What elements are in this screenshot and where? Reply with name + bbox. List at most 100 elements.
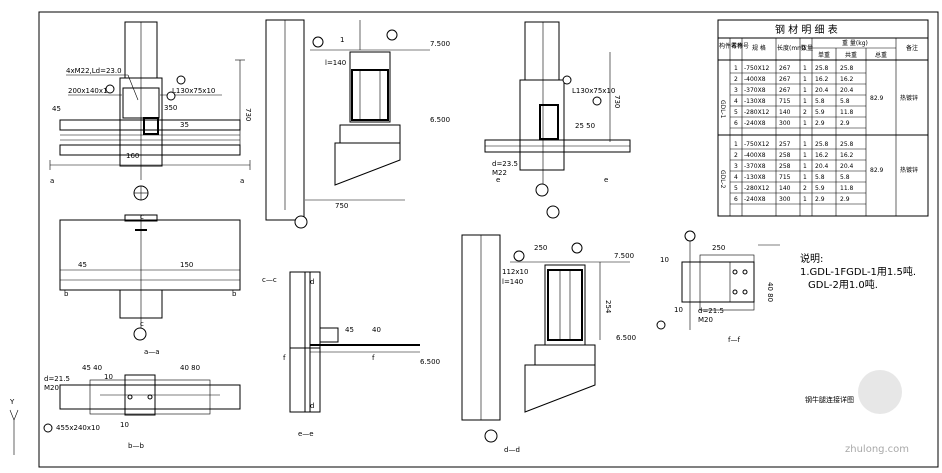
dim-750: 750 — [335, 202, 348, 210]
letter-c1: c — [140, 213, 144, 221]
table-cell: 3 — [734, 87, 738, 94]
table-cell: 1 — [803, 87, 807, 94]
table-cell: 2 — [803, 109, 807, 116]
letter-b2: b — [232, 290, 237, 298]
svg-text:45: 45 — [345, 326, 354, 334]
th-length: 长度(mm) — [777, 44, 805, 52]
table-cell: 715 — [779, 98, 791, 105]
letter-d2: d — [310, 402, 314, 410]
group2-label: GDL-2 — [719, 170, 726, 189]
table-cell: 1 — [803, 120, 807, 127]
table-cell: 258 — [779, 163, 791, 170]
table-cell: -130X8 — [744, 98, 766, 105]
table-cell: 267 — [779, 65, 791, 72]
view-b-b: c c b b 45 150 a—a 10 d=21.5 M20 455x240… — [43, 213, 241, 450]
table-cell: 2.9 — [840, 120, 850, 127]
table-cell: 5.8 — [840, 98, 850, 105]
remark1: 热镀锌 — [900, 94, 918, 102]
view-d-d: 112x10 l=140 7.500 6.500 254 d—d 250 — [461, 234, 636, 454]
svg-text:150: 150 — [180, 261, 193, 269]
table-cell: 5 — [734, 185, 738, 192]
table-cell: 11.8 — [840, 109, 854, 116]
callout-hole-ff: d=21.5 — [698, 307, 724, 315]
table-cell: 2 — [734, 76, 738, 83]
table-cell: 6 — [734, 120, 738, 127]
table-cell: 1 — [803, 152, 807, 159]
table-cell: 16.2 — [840, 76, 854, 83]
table-cell: -370X8 — [744, 87, 766, 94]
letter-c2: c — [140, 320, 144, 328]
table-cell: 25.8 — [815, 65, 829, 72]
table-cell: 2 — [734, 152, 738, 159]
steel-table: 钢 材 明 细 表 构件名称 零件号 规 格 长度(mm) 数量 重 量(kg)… — [717, 19, 929, 217]
notes-heading: 说明: — [800, 252, 823, 265]
callout-plate-bottom: 455x240x10 — [56, 424, 100, 432]
th-member: 构件名称 — [719, 42, 743, 50]
svg-text:45: 45 — [52, 105, 61, 113]
table-cell: 3 — [734, 163, 738, 170]
section-title-ee: e—e — [298, 430, 314, 438]
svg-text:10: 10 — [674, 306, 683, 314]
connection-plate — [122, 87, 160, 119]
watermark: zhulong.com — [845, 370, 909, 455]
beam-top-flange — [59, 119, 241, 131]
dim-254: 254 — [604, 300, 612, 314]
table-cell: 1 — [803, 196, 807, 203]
table-cell: 1 — [803, 76, 807, 83]
section-title-bb: b—b — [128, 442, 144, 450]
axis-label: Y — [9, 398, 15, 406]
letter-a1: a — [50, 177, 54, 185]
table-cell: -280X12 — [744, 185, 770, 192]
table-cell: -750X12 — [744, 141, 770, 148]
group1-label: GDL-1 — [719, 100, 726, 119]
table-title: 钢 材 明 细 表 — [775, 23, 838, 36]
callout-bolt-bb: M20 — [44, 384, 59, 392]
letter-d1: d — [310, 278, 314, 286]
table-cell: 25.8 — [840, 141, 854, 148]
table-cell: 20.4 — [840, 163, 854, 170]
callout-angle: L130x75x10 — [172, 87, 215, 95]
table-cell: 6 — [734, 196, 738, 203]
section-title-dd: d—d — [504, 446, 520, 454]
notes-line2: GDL-2用1.0吨. — [808, 278, 878, 291]
letter-e2: e — [604, 176, 608, 184]
table-cell: 5.8 — [815, 98, 825, 105]
svg-text:25 50: 25 50 — [575, 122, 595, 130]
table-cell: 715 — [779, 174, 791, 181]
table-cell: -240X8 — [744, 120, 766, 127]
letter-b1: b — [64, 290, 69, 298]
elev-bot3: 6.500 — [616, 334, 636, 342]
table-cell: 1 — [803, 98, 807, 105]
table-cell: 20.4 — [815, 163, 829, 170]
callout-plate-dd-dim: l=140 — [502, 278, 523, 286]
th-unit: 单重 — [818, 51, 830, 59]
dim-730: 730 — [244, 108, 252, 121]
table-cell: 20.4 — [840, 87, 854, 94]
svg-text:40 80: 40 80 — [180, 364, 200, 372]
letter-e1: e — [496, 176, 500, 184]
section-title-ff: f—f — [728, 336, 740, 344]
callout-plate-top: 200x140x12 — [68, 87, 112, 95]
table-cell: 1 — [803, 141, 807, 148]
view-e-e: L130x75x10 d=23.5 M22 e e 730 25 50 — [484, 21, 631, 219]
svg-text:1: 1 — [340, 36, 344, 44]
total1: 82.9 — [870, 95, 884, 102]
notes-line1: 1.GDL-1FGDL-1用1.5吨. — [800, 265, 916, 278]
table-cell: 5.8 — [815, 174, 825, 181]
table-cell: 257 — [779, 141, 791, 148]
svg-text:45: 45 — [78, 261, 87, 269]
axis-mark: Y — [9, 398, 19, 455]
table-cell: -400X8 — [744, 76, 766, 83]
small-label: 钢牛腿连接详图 — [805, 395, 854, 404]
notes-block: 说明: 1.GDL-1FGDL-1用1.5吨. GDL-2用1.0吨. 钢牛腿连… — [800, 252, 916, 404]
th-total: 总重 — [875, 51, 887, 59]
th-qty: 数量 — [801, 44, 813, 52]
th-sum: 共重 — [845, 51, 857, 59]
watermark-text: zhulong.com — [845, 444, 909, 455]
table-cell: -400X8 — [744, 152, 766, 159]
table-cell: -750X12 — [744, 65, 770, 72]
svg-text:35: 35 — [180, 121, 189, 129]
table-cell: 2.9 — [815, 120, 825, 127]
dim-250: 250 — [712, 244, 725, 252]
